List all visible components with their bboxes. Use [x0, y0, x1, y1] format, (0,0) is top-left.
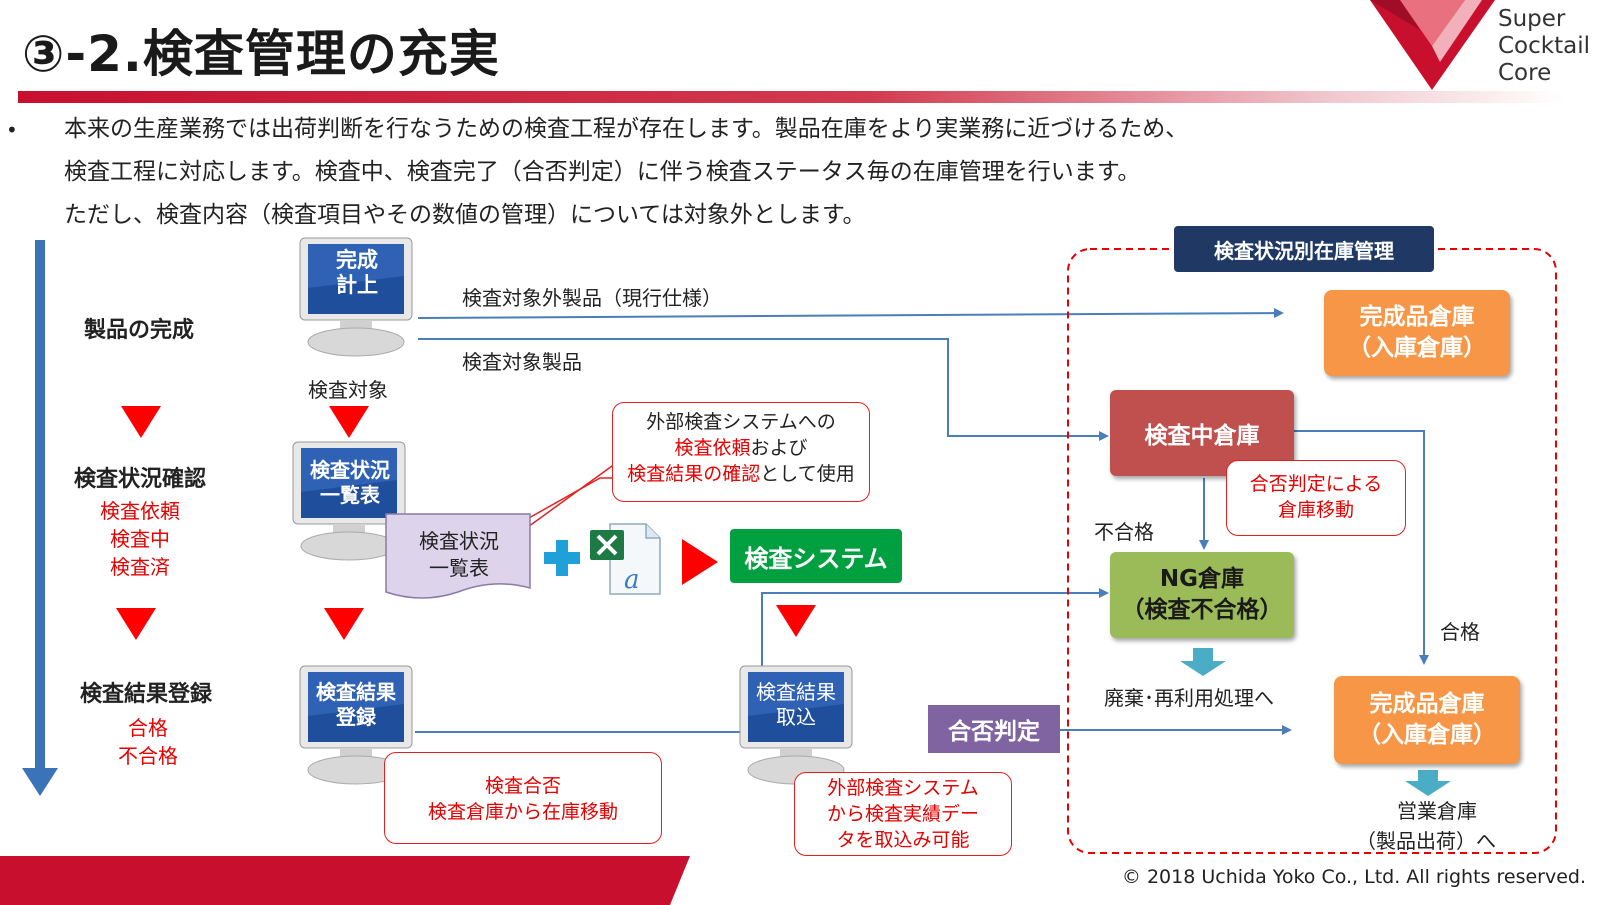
monitor-complete-label: 完成 計上: [336, 248, 378, 297]
non-target-product-label: 検査対象外製品（現行仕様）: [462, 286, 722, 310]
document-icon: [385, 513, 531, 599]
callout-judgement-move: 合否判定による 倉庫移動: [1226, 460, 1406, 536]
monitor-status-list-label: 検査状況 一覧表: [310, 458, 390, 507]
plus-icon: [544, 540, 580, 576]
monitor-result-register-label: 検査結果 登録: [316, 680, 396, 729]
disposal-label: 廃棄･再利用処理へ: [1104, 686, 1274, 710]
inspection-system-box: 検査システム: [730, 529, 902, 583]
bullet: •: [6, 118, 18, 142]
callout-import: 外部検査システム から検査実績デー タを取込み可能: [794, 772, 1012, 856]
callout-external-system: 外部検査システムへの 検査依頼および 検査結果の確認として使用: [612, 402, 870, 502]
pass-label: 合格: [1440, 620, 1480, 644]
pass-fail-judgement-box: 合否判定: [928, 705, 1060, 753]
intro-text: 本来の生産業務では出荷判断を行なうための検査工程が存在します。製品在庫をより実業…: [64, 116, 1189, 228]
finished-goods-warehouse-bottom: 完成品倉庫 （入庫倉庫）: [1334, 676, 1520, 764]
status-items: 検査依頼 検査中 検査済: [100, 499, 180, 579]
sales-warehouse-label: 営業倉庫 （製品出荷）へ: [1356, 799, 1496, 853]
excel-letter: a: [624, 565, 640, 595]
fail-label: 不合格: [1094, 520, 1154, 544]
monitor-icon: [739, 665, 853, 785]
stage-status-check: 検査状況確認: [74, 467, 207, 492]
footer-stripe: [0, 856, 690, 905]
monitor-icon: [292, 441, 406, 561]
target-product-label: 検査対象製品: [462, 350, 582, 374]
right-arrow: [682, 539, 718, 585]
title-underline: [18, 91, 1566, 103]
flow-lines: [415, 308, 1429, 735]
monitor-icon: [299, 237, 413, 357]
monitor-result-import-label: 検査結果 取込: [756, 680, 836, 729]
callout-result: 検査合否 検査倉庫から在庫移動: [384, 752, 662, 844]
monitor-icon: [299, 665, 413, 785]
super-cocktail-logo-icon: [1370, 0, 1495, 90]
ng-warehouse: NG倉庫 （検査不合格）: [1110, 552, 1294, 638]
stage-result-register: 検査結果登録: [80, 682, 213, 707]
teal-arrows: [1180, 648, 1451, 796]
finished-goods-warehouse-top: 完成品倉庫 （入庫倉庫）: [1324, 290, 1510, 376]
down-arrows: [116, 406, 816, 640]
stage-complete: 製品の完成: [84, 318, 195, 343]
status-list-document: 検査状況 一覧表: [419, 529, 499, 580]
inspection-target-label: 検査対象: [308, 378, 388, 402]
excel-file-icon: a: [590, 523, 661, 595]
panel-title: 検査状況別在庫管理: [1174, 226, 1434, 272]
timeline-arrow: [22, 240, 58, 796]
copyright: © 2018 Uchida Yoko Co., Ltd. All rights …: [1121, 866, 1586, 888]
page-title: ③-2.検査管理の充実: [22, 25, 500, 83]
brand-name: Super Cocktail Core: [1498, 6, 1590, 86]
result-items: 合格 不合格: [118, 716, 178, 768]
